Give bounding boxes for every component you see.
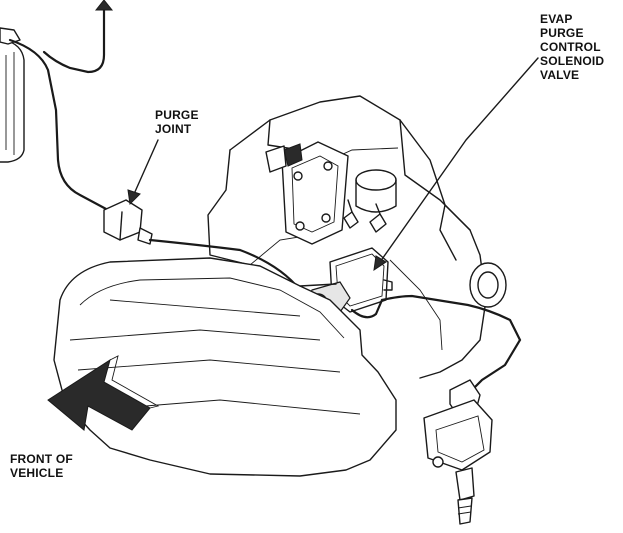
purge-cut-valve — [423, 379, 493, 525]
manifold-boss — [355, 169, 397, 213]
evap-label-line: PURGE — [540, 26, 584, 40]
purge-hose-right — [380, 294, 522, 394]
vacuum-nipples — [343, 199, 387, 233]
front-of-vehicle-label: FRONT OF VEHICLE — [10, 452, 73, 480]
purge-hose-lower — [148, 238, 320, 297]
front-label-line: VEHICLE — [10, 466, 64, 480]
canister — [0, 27, 25, 163]
throttle-body — [265, 141, 349, 245]
purge-joint — [103, 199, 153, 245]
purge-joint-label-line: JOINT — [155, 122, 192, 136]
purge-joint-label-line: PURGE — [155, 108, 199, 122]
evap-purge-control-solenoid-valve-label: EVAP PURGE CONTROL SOLENOID VALVE — [540, 12, 604, 82]
evap-label-line: SOLENOID — [540, 54, 605, 68]
purge-joint-label: PURGE JOINT — [155, 108, 199, 136]
front-label-line: FRONT OF — [10, 452, 73, 466]
vacuum-line-up-arrow — [42, 0, 114, 74]
leader-lines — [127, 57, 539, 272]
evap-label-line: EVAP — [540, 12, 573, 26]
evap-label-line: CONTROL — [540, 40, 601, 54]
front-of-vehicle-arrow — [47, 355, 160, 431]
fitting-ring — [469, 262, 507, 308]
evap-label-line: VALVE — [540, 68, 580, 82]
purge-hose-upper — [8, 38, 110, 212]
